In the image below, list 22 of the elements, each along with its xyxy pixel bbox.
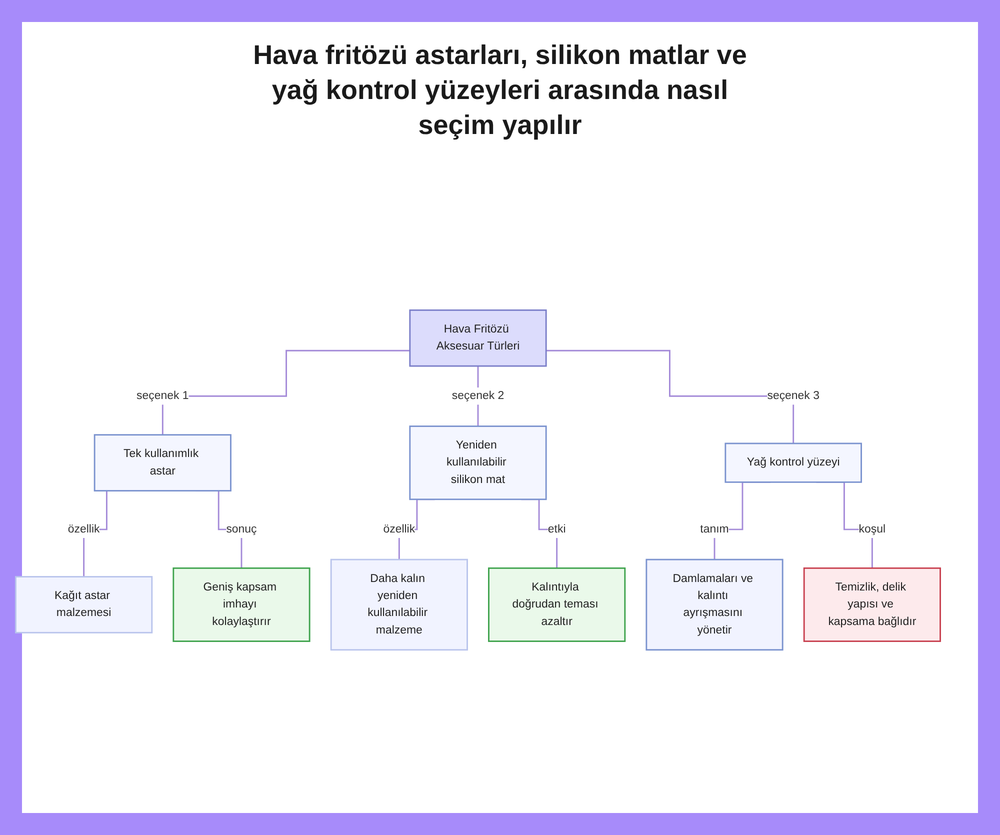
edge-label: seçenek 2 <box>452 390 504 402</box>
edge-label: sonuç <box>226 523 257 536</box>
node-box: Geniş kapsam imhayı kolaylaştırır <box>172 567 310 642</box>
node-box: Tek kullanımlık astar <box>94 434 232 492</box>
edge-label: özellik <box>383 523 416 536</box>
node-box: Kağıt astar malzemesi <box>15 576 153 634</box>
node-box: Yağ kontrol yüzeyi <box>724 442 862 483</box>
node-box: Temizlik, delik yapısı ve kapsama bağlıdır <box>803 567 941 642</box>
node-box: Daha kalın yeniden kullanılabilir malzeme <box>330 558 468 651</box>
edge-label: seçenek 1 <box>136 390 189 402</box>
edge-label: tanım <box>700 523 729 536</box>
diagram-title: Hava fritözü astarları, silikon matlar ve yağ kontrol yüzeyleri arasında nasıl seçim yapılır <box>252 39 748 142</box>
connector <box>546 350 794 444</box>
edge-label: seçenek 3 <box>767 390 820 402</box>
node-box: Hava Fritözü Aksesuar Türleri <box>409 309 547 367</box>
connector <box>162 350 410 436</box>
edge-label: özellik <box>68 523 100 536</box>
edge-label: etki <box>548 523 566 536</box>
node-box: Yeniden kullanılabilir silikon mat <box>409 426 547 500</box>
edge-label: koşul <box>858 523 886 536</box>
node-box: Damlamaları ve kalıntı ayrışmasını yönetir <box>646 558 784 651</box>
node-box: Kalıntıyla doğrudan teması azaltır <box>488 567 626 642</box>
